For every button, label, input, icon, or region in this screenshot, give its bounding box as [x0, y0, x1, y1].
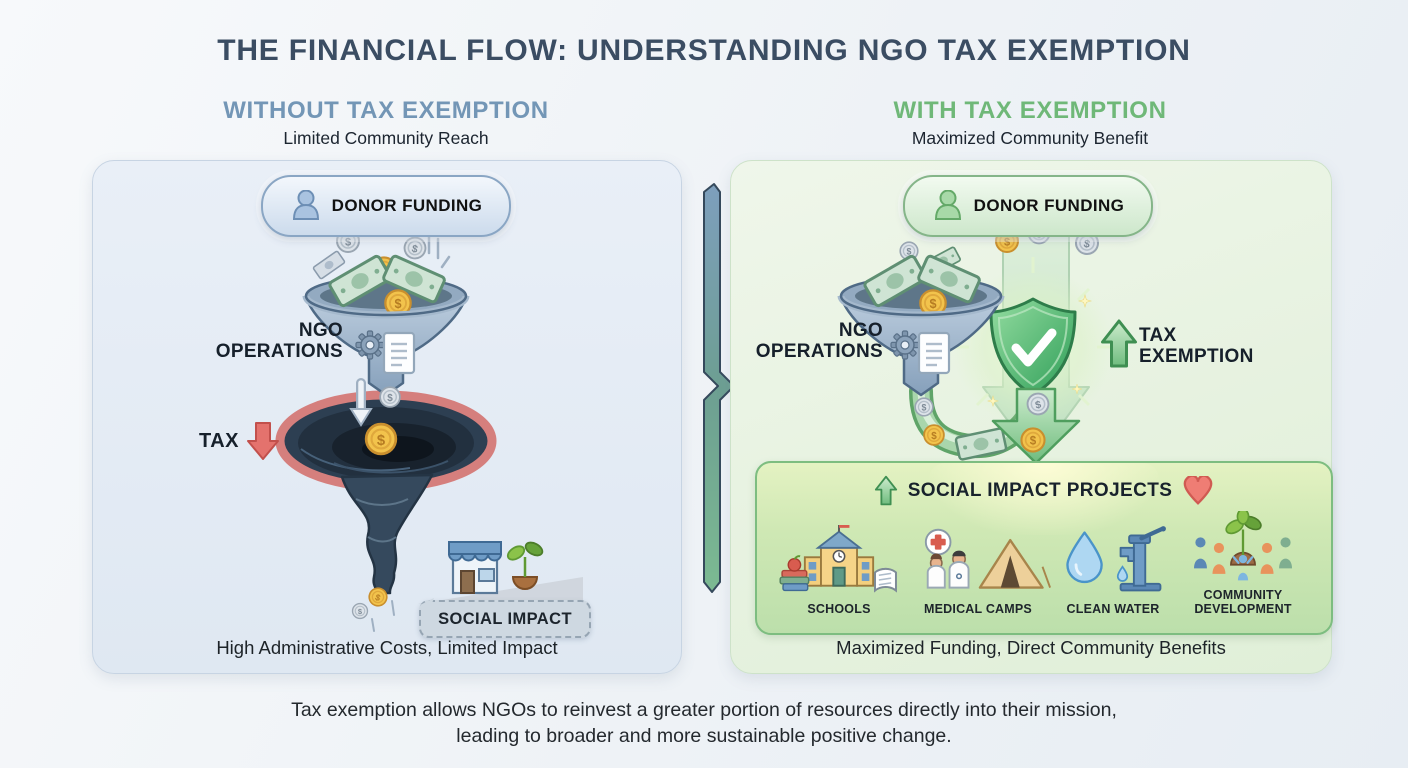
- donor-funding-label: DONOR FUNDING: [331, 196, 483, 215]
- project-label: SCHOOLS: [807, 602, 871, 617]
- document-icon: [382, 331, 416, 375]
- banknote-icon: [312, 249, 346, 281]
- footer-text: Tax exemption allows NGOs to reinvest a …: [291, 699, 1117, 747]
- hand-pump: [1116, 526, 1166, 592]
- donor-person-icon: [934, 190, 961, 220]
- right-column-header: WITH TAX EXEMPTION: [893, 97, 1167, 124]
- right-panel-caption: Maximized Funding, Direct Community Bene…: [836, 637, 1226, 658]
- projects-row: SCHOOLS: [757, 511, 1331, 617]
- right-column-subheader: Maximized Community Benefit: [911, 128, 1149, 148]
- project-label: COMMUNITY DEVELOPMENT: [1194, 588, 1292, 617]
- gold-coin-icon: [923, 424, 945, 446]
- silver-coin-icon: [401, 234, 429, 262]
- store-icon: [447, 541, 503, 595]
- green-up-arrow-icon: [874, 475, 897, 506]
- tax-loss-indicator: TAX: [199, 421, 280, 461]
- projects-title: SOCIAL IMPACT PROJECTS: [907, 480, 1173, 501]
- projects-header: SOCIAL IMPACT PROJECTS: [757, 473, 1331, 509]
- tax-exemption-label: TAX EXEMPTION: [1139, 325, 1254, 368]
- silver-coin-icon: [914, 397, 934, 417]
- social-impact-projects-box: SOCIAL IMPACT PROJECTS: [755, 461, 1333, 635]
- donor-person-icon: [292, 190, 319, 220]
- donor-funding-label: DONOR FUNDING: [973, 196, 1125, 215]
- project-label: CLEAN WATER: [1066, 602, 1160, 617]
- red-down-arrow-icon: [247, 422, 280, 460]
- donor-funding-pill: DONOR FUNDING: [261, 175, 511, 237]
- left-panel-illustration: [275, 229, 583, 632]
- project-label: MEDICAL CAMPS: [924, 602, 1032, 617]
- ground-wedge: [418, 577, 583, 604]
- school-icon: [779, 525, 897, 593]
- social-impact-bubble: SOCIAL IMPACT: [419, 600, 591, 638]
- left-column-header: WITHOUT TAX EXEMPTION: [223, 97, 549, 124]
- page-title: THE FINANCIAL FLOW: UNDERSTANDING NGO TA…: [217, 34, 1191, 67]
- impact-down-arrow: [991, 387, 1081, 465]
- project-clean-water: CLEAN WATER: [1053, 525, 1173, 616]
- document-icon: [917, 331, 951, 375]
- footer: Tax exemption allows NGOs to reinvest a …: [0, 698, 1408, 749]
- project-medical-camps: MEDICAL CAMPS: [903, 525, 1053, 616]
- donor-funding-pill: DONOR FUNDING: [903, 175, 1153, 237]
- clean-water-icon: [1066, 526, 1166, 592]
- down-arrow-icon: [349, 378, 373, 427]
- silver-coin-icon: [351, 602, 369, 620]
- gold-coin-icon: [1020, 427, 1046, 453]
- right-panel-illustration: [731, 221, 1137, 465]
- project-schools: SCHOOLS: [775, 525, 903, 616]
- with-tax-exemption-panel: DONOR FUNDING NGO OPERATIONS TAX EXEMPTI…: [730, 160, 1333, 674]
- doctor-figures: [926, 550, 970, 589]
- divider-ribbon: [703, 183, 735, 593]
- heart-icon: [1183, 476, 1213, 505]
- without-tax-exemption-panel: DONOR FUNDING NGO OPERATIONS TAX SOCIAL …: [92, 160, 682, 674]
- gear-icon: [355, 330, 385, 360]
- people-figures: [1193, 537, 1293, 581]
- ngo-operations-label: NGO OPERATIONS: [755, 320, 883, 362]
- silver-coin-icon: [379, 386, 401, 408]
- medical-camp-icon: [924, 529, 1051, 590]
- sprout-icon: [506, 541, 544, 590]
- tax-label: TAX: [199, 429, 240, 452]
- gold-coin-icon: [364, 422, 398, 456]
- gear-icon: [890, 330, 920, 360]
- project-community-development: COMMUNITY DEVELOPMENT: [1173, 511, 1313, 617]
- left-panel-caption: High Administrative Costs, Limited Impac…: [216, 637, 558, 658]
- left-column-subheader: Limited Community Reach: [283, 128, 489, 148]
- ngo-operations-label: NGO OPERATIONS: [215, 320, 343, 362]
- community-development-icon: [1193, 511, 1293, 581]
